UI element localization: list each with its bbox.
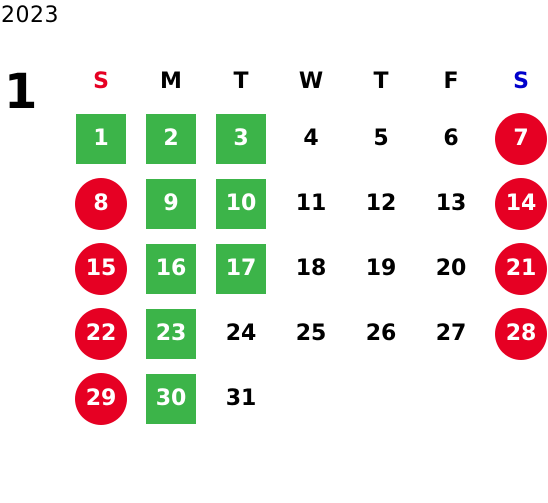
highlighted-day[interactable]: 16 — [146, 243, 196, 294]
highlighted-day[interactable]: 3 — [216, 113, 266, 164]
highlighted-day[interactable]: 17 — [216, 243, 266, 294]
day-cell[interactable]: 4 — [276, 106, 346, 171]
day-cell[interactable]: 30 — [136, 366, 206, 431]
day-cell[interactable]: 25 — [276, 301, 346, 366]
highlighted-day[interactable]: 23 — [146, 308, 196, 359]
week-row: 22 23 24 25 26 27 28 — [66, 301, 548, 366]
day-cell[interactable]: 17 — [206, 236, 276, 301]
day-cell[interactable]: 8 — [66, 171, 136, 236]
day-cell[interactable]: 14 — [486, 171, 548, 236]
calendar-day[interactable]: 31 — [225, 386, 257, 411]
holiday-day[interactable]: 21 — [495, 242, 547, 295]
calendar-day[interactable]: 11 — [295, 191, 327, 216]
day-cell[interactable]: 18 — [276, 236, 346, 301]
holiday-day[interactable]: 14 — [495, 177, 547, 230]
day-cell[interactable]: 20 — [416, 236, 486, 301]
day-cell[interactable]: 11 — [276, 171, 346, 236]
calendar-day[interactable]: 18 — [295, 256, 327, 281]
holiday-day[interactable]: 29 — [75, 372, 127, 425]
day-cell[interactable]: 27 — [416, 301, 486, 366]
highlighted-day[interactable]: 1 — [76, 113, 126, 164]
highlighted-day[interactable]: 30 — [146, 373, 196, 424]
day-cell — [486, 366, 548, 431]
calendar-day[interactable]: 25 — [295, 321, 327, 346]
day-cell[interactable]: 6 — [416, 106, 486, 171]
weekday-header: T — [233, 68, 249, 94]
calendar-day[interactable]: 26 — [365, 321, 397, 346]
weekday-header: S — [513, 68, 529, 94]
calendar-month: 1 — [4, 64, 38, 120]
day-cell[interactable]: 28 — [486, 301, 548, 366]
week-row: 15 16 17 18 19 20 21 — [66, 236, 548, 301]
weekday-header: S — [93, 68, 109, 94]
day-cell[interactable]: 19 — [346, 236, 416, 301]
calendar-day[interactable]: 5 — [373, 126, 389, 151]
day-cell[interactable]: 1 — [66, 106, 136, 171]
calendar-day[interactable]: 24 — [225, 321, 257, 346]
day-cell[interactable]: 21 — [486, 236, 548, 301]
highlighted-day[interactable]: 9 — [146, 178, 196, 229]
day-cell[interactable]: 22 — [66, 301, 136, 366]
day-cell[interactable]: 2 — [136, 106, 206, 171]
holiday-day[interactable]: 22 — [75, 307, 127, 360]
day-cell[interactable]: 9 — [136, 171, 206, 236]
holiday-day[interactable]: 28 — [495, 307, 547, 360]
day-cell — [346, 366, 416, 431]
weekday-header: T — [373, 68, 389, 94]
week-row: 29 30 31 — [66, 366, 548, 431]
day-cell[interactable]: 3 — [206, 106, 276, 171]
day-cell[interactable]: 16 — [136, 236, 206, 301]
calendar-year: 2023 — [1, 3, 59, 28]
weekday-header: M — [160, 68, 182, 94]
day-cell[interactable]: 5 — [346, 106, 416, 171]
calendar-day[interactable]: 19 — [365, 256, 397, 281]
day-cell[interactable]: 10 — [206, 171, 276, 236]
calendar-day[interactable]: 27 — [435, 321, 467, 346]
day-cell — [416, 366, 486, 431]
day-cell[interactable]: 15 — [66, 236, 136, 301]
calendar-day[interactable]: 20 — [435, 256, 467, 281]
holiday-day[interactable]: 15 — [75, 242, 127, 295]
highlighted-day[interactable]: 10 — [216, 178, 266, 229]
calendar-day[interactable]: 4 — [303, 126, 319, 151]
weekday-header-row: S M T W T F S — [66, 56, 548, 106]
day-cell[interactable]: 13 — [416, 171, 486, 236]
day-cell[interactable]: 23 — [136, 301, 206, 366]
holiday-day[interactable]: 8 — [75, 177, 127, 230]
day-cell[interactable]: 31 — [206, 366, 276, 431]
day-cell — [276, 366, 346, 431]
weekday-header: F — [443, 68, 459, 94]
day-cell[interactable]: 24 — [206, 301, 276, 366]
highlighted-day[interactable]: 2 — [146, 113, 196, 164]
day-cell[interactable]: 7 — [486, 106, 548, 171]
calendar-day[interactable]: 6 — [443, 126, 459, 151]
day-cell[interactable]: 26 — [346, 301, 416, 366]
weekday-header: W — [298, 68, 324, 94]
holiday-day[interactable]: 7 — [495, 112, 547, 165]
day-cell[interactable]: 12 — [346, 171, 416, 236]
day-cell[interactable]: 29 — [66, 366, 136, 431]
calendar-day[interactable]: 13 — [435, 191, 467, 216]
calendar-day[interactable]: 12 — [365, 191, 397, 216]
